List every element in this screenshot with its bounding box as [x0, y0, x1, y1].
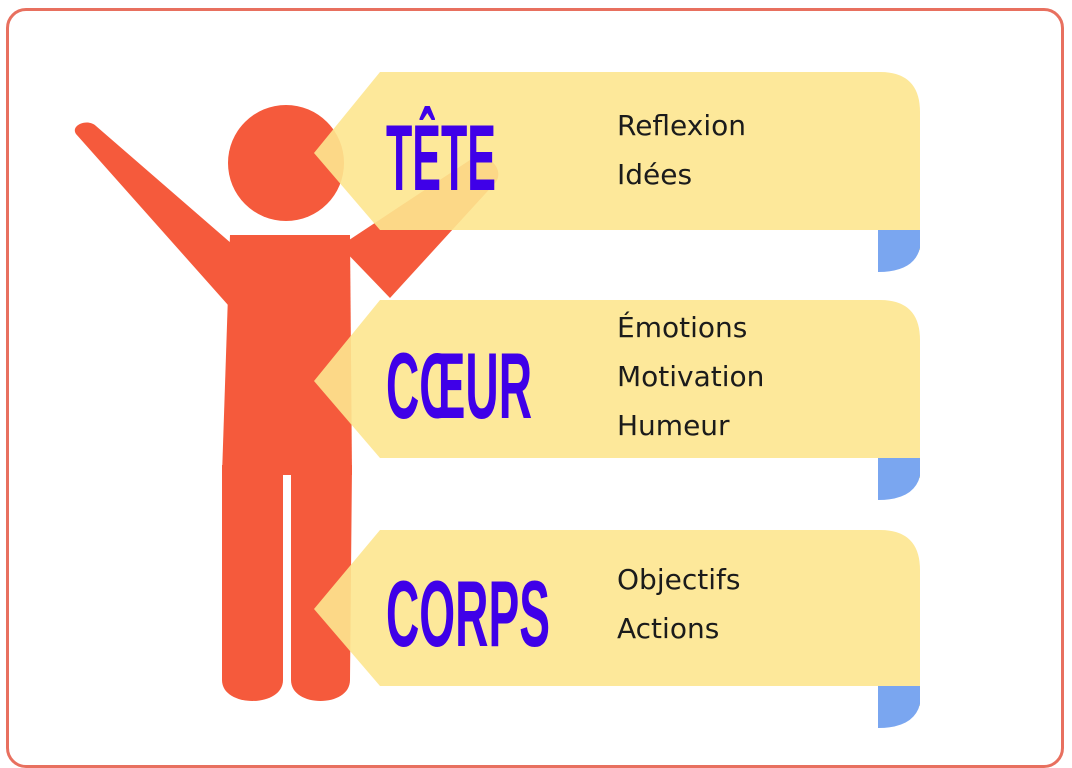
banner-fold-corner — [878, 458, 920, 500]
section-heading: CORPS — [386, 561, 550, 666]
banner-shape — [314, 72, 920, 250]
section-item: Objectifs — [617, 563, 740, 596]
banner-shape — [314, 530, 920, 706]
person-torso — [222, 235, 352, 475]
section-item: Humeur — [617, 409, 730, 442]
section-item: Motivation — [617, 360, 764, 393]
section-item: Actions — [617, 612, 719, 645]
person-left-arm — [74, 122, 262, 314]
section-item: Idées — [617, 158, 692, 191]
section-corps: CORPS Objectifs Actions — [314, 530, 920, 728]
section-heading: TÊTE — [386, 105, 496, 210]
section-item: Reflexion — [617, 109, 746, 142]
person-right-leg — [291, 465, 352, 701]
banner-shape — [314, 300, 920, 478]
section-item: Émotions — [617, 310, 747, 344]
person-head — [228, 105, 344, 221]
banner-fold-corner — [878, 686, 920, 728]
section-coeur: CŒUR Émotions Motivation Humeur — [314, 300, 920, 500]
section-tete: TÊTE Reflexion Idées — [314, 72, 920, 272]
person-left-leg — [222, 465, 283, 701]
person-raising-arm-icon — [74, 105, 499, 701]
section-heading: CŒUR — [386, 333, 532, 438]
banner-fold-corner — [878, 230, 920, 272]
